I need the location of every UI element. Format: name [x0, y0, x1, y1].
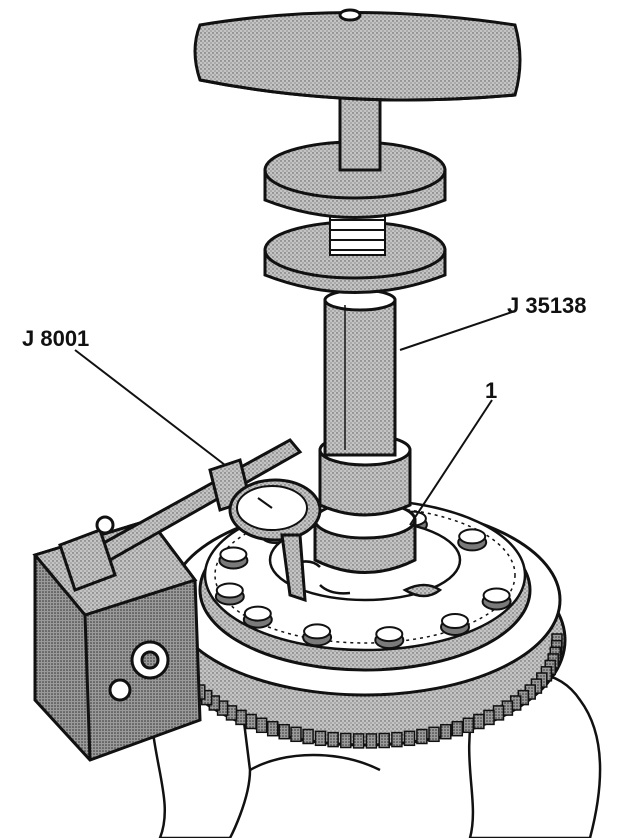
gear-tooth: [255, 717, 268, 734]
bolt-head: [374, 626, 405, 650]
gear-tooth: [314, 730, 327, 747]
gear-tooth: [451, 720, 464, 737]
leader-lines: [74, 311, 513, 526]
gear-tooth: [302, 728, 314, 745]
gear-tooth: [473, 713, 485, 730]
callout-j8001: J 8001: [22, 326, 89, 351]
gear-tooth: [352, 733, 365, 749]
bolt-head: [218, 546, 249, 570]
gear-tooth: [416, 728, 428, 745]
gear-tooth: [391, 731, 403, 748]
leader-j8001: [74, 349, 226, 466]
bolt-head: [242, 605, 273, 629]
press-cup: [313, 433, 417, 574]
bolt-head: [214, 582, 245, 606]
gear-tooth: [462, 717, 475, 734]
gear-tooth: [483, 709, 495, 726]
callout-item-1: 1: [485, 378, 497, 403]
t-handle: [193, 8, 522, 102]
gear-tooth: [278, 723, 290, 740]
dial-indicator: [228, 478, 322, 603]
callout-j35138: J 35138: [507, 293, 587, 318]
gear-tooth: [235, 709, 247, 726]
indicator-arm: [58, 438, 303, 592]
bolt-head: [457, 528, 488, 552]
gear-tooth: [266, 720, 279, 737]
gear-tooth: [440, 723, 452, 740]
bolt-head: [440, 613, 470, 636]
leader-item-1: [409, 399, 493, 526]
gear-tooth: [492, 705, 505, 721]
gear-tooth: [378, 732, 390, 749]
screw-stem: [338, 88, 382, 172]
bolt-head: [302, 623, 333, 647]
gear-tooth: [327, 731, 339, 748]
gear-tooth: [290, 726, 302, 743]
gear-tooth: [428, 726, 440, 743]
gear-tooth: [340, 732, 352, 749]
bolt-head: [481, 587, 512, 611]
puller-shaft: [323, 288, 397, 457]
leader-j35138: [399, 311, 513, 351]
gear-tooth: [245, 713, 257, 730]
gear-tooth: [403, 730, 416, 747]
gear-tooth: [365, 733, 378, 749]
